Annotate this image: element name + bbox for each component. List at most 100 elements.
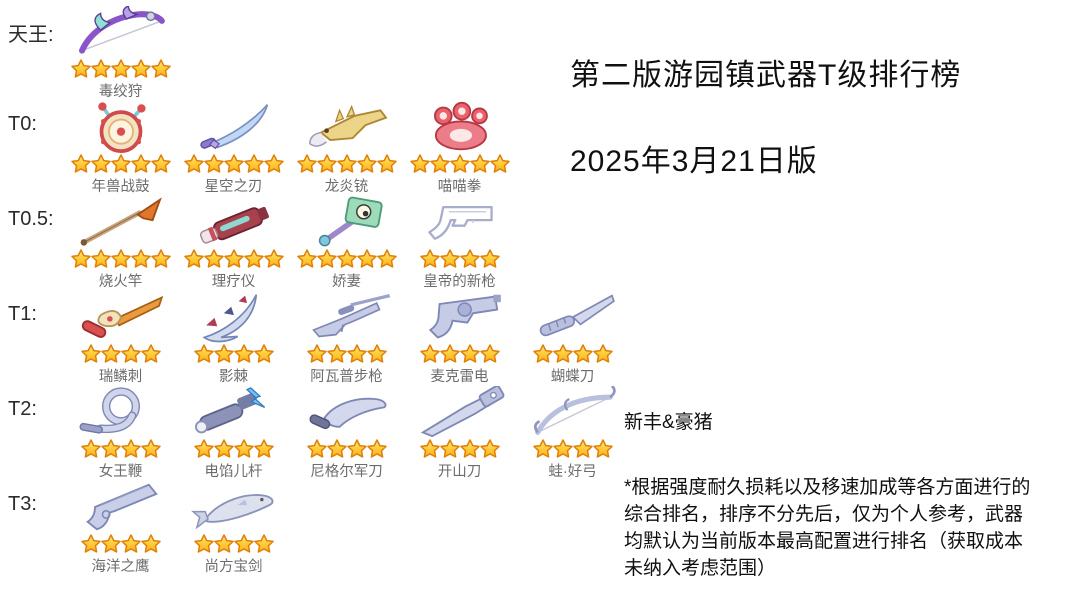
kukri-icon [292,386,402,438]
star-icon [213,344,234,363]
star-icon [532,344,553,363]
tier-row-5: T3:海洋之鹰尚方宝剑 [8,481,629,576]
star-icon [193,344,214,363]
star-icon [366,344,387,363]
star-icon [183,154,204,173]
weapon-name: 皇帝的新枪 [423,274,496,290]
machete-icon [405,386,515,438]
star-icon [120,439,141,458]
star-rating [183,248,284,270]
ocean-eagle-pistol-icon [66,481,176,533]
star-icon [469,154,490,173]
weapon-cell: 女王鞭 [64,386,177,481]
weapon-name: 影棘 [219,369,248,385]
dragon-flame-gun-icon [292,101,402,153]
star-icon [203,249,224,268]
star-icon [449,154,470,173]
weapon-name: 毒绞狩 [98,84,143,100]
weapon-name: 喵喵拳 [437,179,482,195]
weapon-name: 蛙·好弓 [548,464,597,480]
weapon-cell: 毒绞狩 [64,6,177,101]
star-icon [150,154,171,173]
invisible-pistol-outline-icon [405,196,515,248]
star-icon [183,249,204,268]
weapon-name: 星空之刃 [204,179,263,195]
star-icon [100,344,121,363]
weapon-cell: 尚方宝剑 [177,481,290,576]
star-icon [110,154,131,173]
star-icon [253,344,274,363]
star-rating [532,343,613,365]
star-icon [376,154,397,173]
star-rating [70,58,171,80]
star-icon [479,439,500,458]
weapon-cell: 瑞鳞刺 [64,291,177,386]
star-rating [306,343,387,365]
page-title: 第二版游园镇武器T级排行榜 [570,59,962,92]
star-icon [243,249,264,268]
star-icon [140,344,161,363]
star-icon [419,344,440,363]
weapon-name: 女王鞭 [98,464,143,480]
revolver-icon [405,291,515,343]
star-icon [409,154,430,173]
sniper-rifle-icon [292,291,402,343]
star-icon [203,154,224,173]
weapon-name: 尚方宝剑 [204,559,263,575]
tier-items: 瑞鳞刺影棘阿瓦普步枪麦克雷电蝴蝶刀 [64,291,629,386]
star-icon [439,439,460,458]
star-icon [213,534,234,553]
star-icon [429,154,450,173]
star-icon [263,154,284,173]
star-icon [70,154,91,173]
star-rating [409,153,510,175]
star-icon [326,439,347,458]
author-credit: 新丰&豪猪 [624,412,713,433]
weapon-name: 烧火竿 [98,274,143,290]
therapy-device-icon [179,196,289,248]
tier-label: 天王: [8,24,54,46]
star-icon [90,249,111,268]
star-icon [120,534,141,553]
star-icon [140,439,161,458]
star-icon [346,439,367,458]
tier-row-3: T1:瑞鳞刺影棘阿瓦普步枪麦克雷电蝴蝶刀 [8,291,629,386]
star-rating [80,343,161,365]
weapon-name: 龙炎铳 [324,179,369,195]
version-date: 2025年3月21日版 [570,145,818,178]
star-icon [346,344,367,363]
star-icon [70,249,91,268]
star-rating [419,343,500,365]
tier-items: 毒绞狩 [64,6,177,101]
star-icon [100,534,121,553]
star-icon [150,59,171,78]
weapon-cell: 星空之刃 [177,101,290,196]
weapon-cell: 烧火竿 [64,196,177,291]
star-icon [223,249,244,268]
tier-label: T2: [8,398,37,420]
shadow-thorn-blade-icon [179,291,289,343]
cat-paw-fist-icon [405,101,515,153]
weapon-cell: 皇帝的新枪 [403,196,516,291]
weapon-name: 瑞鳞刺 [98,369,143,385]
star-icon [130,59,151,78]
star-icon [572,344,593,363]
star-icon [90,154,111,173]
scale-rapier-gun-icon [66,291,176,343]
starry-blade-icon [179,101,289,153]
star-icon [150,249,171,268]
star-rating [419,438,500,460]
star-icon [80,534,101,553]
star-icon [459,249,480,268]
weapon-cell: 阿瓦普步枪 [290,291,403,386]
weapon-cell: 电馅儿杆 [177,386,290,481]
tier-items: 女王鞭电馅儿杆尼格尔军刀开山刀蛙·好弓 [64,386,629,481]
weapon-name: 年兽战鼓 [91,179,150,195]
star-icon [592,439,613,458]
star-icon [419,249,440,268]
star-icon [479,249,500,268]
star-rating [296,248,397,270]
star-icon [253,439,274,458]
star-rating [193,343,274,365]
star-rating [193,438,274,460]
